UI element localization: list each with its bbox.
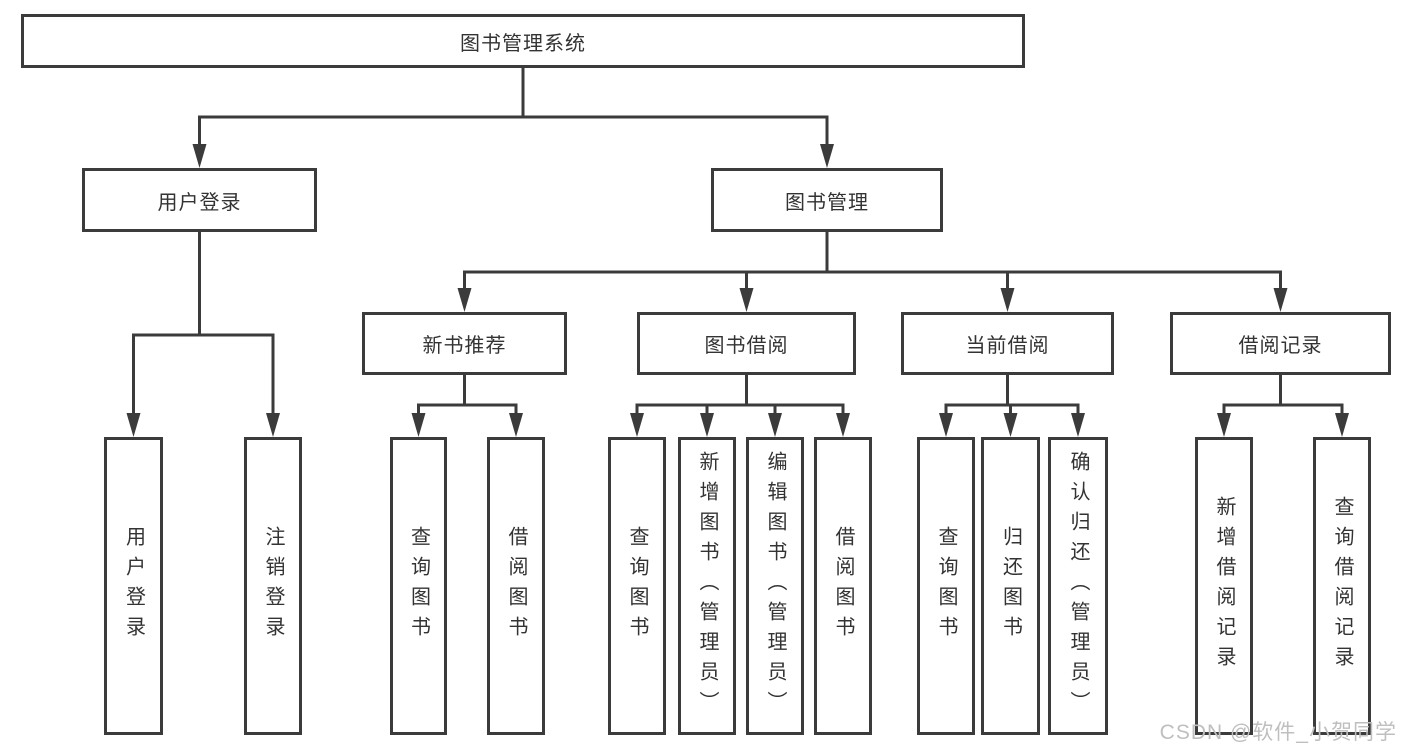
node-label: 借阅记录 — [1238, 335, 1323, 357]
node-borrowing-records: 借阅记录 — [1170, 312, 1391, 375]
node-library-management-system: 图书管理系统 — [21, 14, 1025, 68]
node-book-borrowing: 图书借阅 — [637, 312, 856, 375]
node-label: 注销登录 — [262, 526, 284, 646]
leaf-newbook-query-books: 查询图书 — [390, 437, 447, 735]
leaf-borrowing-edit-books-admin: 编辑图书（管理员） — [746, 437, 804, 735]
node-book-management: 图书管理 — [711, 168, 943, 232]
node-label: 查询借阅记录 — [1331, 496, 1353, 676]
node-label: 查询图书 — [935, 526, 957, 646]
node-label: 图书管理 — [785, 191, 869, 214]
leaf-current-query-books: 查询图书 — [917, 437, 975, 735]
node-label: 查询图书 — [626, 526, 648, 646]
leaf-current-return-books: 归还图书 — [981, 437, 1040, 735]
node-label: 新增图书（管理员） — [696, 451, 718, 721]
leaf-borrowing-borrow-books: 借阅图书 — [814, 437, 872, 735]
node-user-login: 用户登录 — [82, 168, 317, 232]
leaf-logout: 注销登录 — [244, 437, 302, 735]
node-label: 当前借阅 — [965, 335, 1050, 357]
leaf-newbook-borrow-books: 借阅图书 — [487, 437, 545, 735]
node-label: 归还图书 — [999, 526, 1022, 646]
node-label: 查询图书 — [407, 526, 430, 646]
node-label: 确认归还（管理员） — [1067, 451, 1089, 721]
node-label: 借阅图书 — [832, 526, 854, 646]
node-label: 用户登录 — [122, 526, 145, 646]
leaf-borrowing-add-books-admin: 新增图书（管理员） — [678, 437, 736, 735]
node-label: 新增借阅记录 — [1213, 496, 1235, 676]
node-label: 图书借阅 — [704, 335, 789, 357]
leaf-current-confirm-return-admin: 确认归还（管理员） — [1048, 437, 1108, 735]
node-label: 用户登录 — [157, 191, 242, 214]
node-label: 编辑图书（管理员） — [764, 451, 786, 721]
leaf-user-login: 用户登录 — [104, 437, 163, 735]
node-label: 图书管理系统 — [460, 32, 586, 55]
node-label: 借阅图书 — [505, 526, 527, 646]
leaf-records-add-record: 新增借阅记录 — [1195, 437, 1253, 735]
node-new-book-recommend: 新书推荐 — [362, 312, 567, 375]
node-current-borrowing: 当前借阅 — [901, 312, 1114, 375]
node-label: 新书推荐 — [422, 335, 507, 357]
leaf-borrowing-query-books: 查询图书 — [608, 437, 666, 735]
csdn-watermark: CSDN @软件_小贺同学 — [1159, 721, 1397, 744]
leaf-records-query-record: 查询借阅记录 — [1313, 437, 1371, 735]
